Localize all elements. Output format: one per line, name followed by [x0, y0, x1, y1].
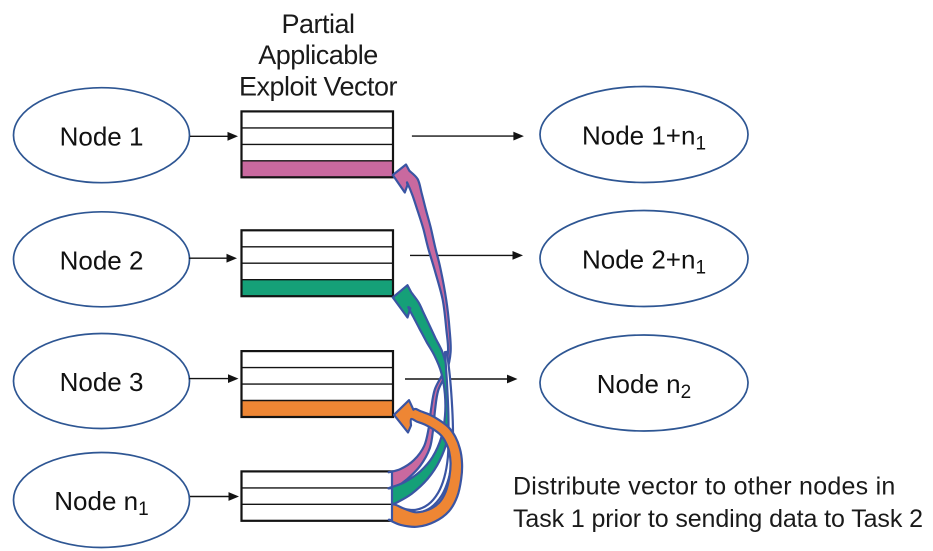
svg-text:Task 1 prior to sending data t: Task 1 prior to sending data to Task 2 [513, 505, 923, 533]
svg-text:Node 3: Node 3 [60, 367, 144, 397]
svg-text:Distribute vector to other nod: Distribute vector to other nodes in [513, 472, 896, 500]
svg-text:Node n1: Node n1 [54, 486, 148, 520]
svg-text:Exploit Vector: Exploit Vector [239, 71, 398, 101]
svg-text:Node n2: Node n2 [597, 369, 691, 403]
svg-text:Node 1: Node 1 [60, 121, 144, 151]
svg-text:Node 2: Node 2 [60, 246, 144, 276]
svg-text:Applicable: Applicable [258, 40, 378, 70]
svg-text:Node 2+n1: Node 2+n1 [582, 245, 706, 279]
svg-text:Node 1+n1: Node 1+n1 [582, 121, 706, 155]
svg-text:Partial: Partial [281, 9, 354, 39]
